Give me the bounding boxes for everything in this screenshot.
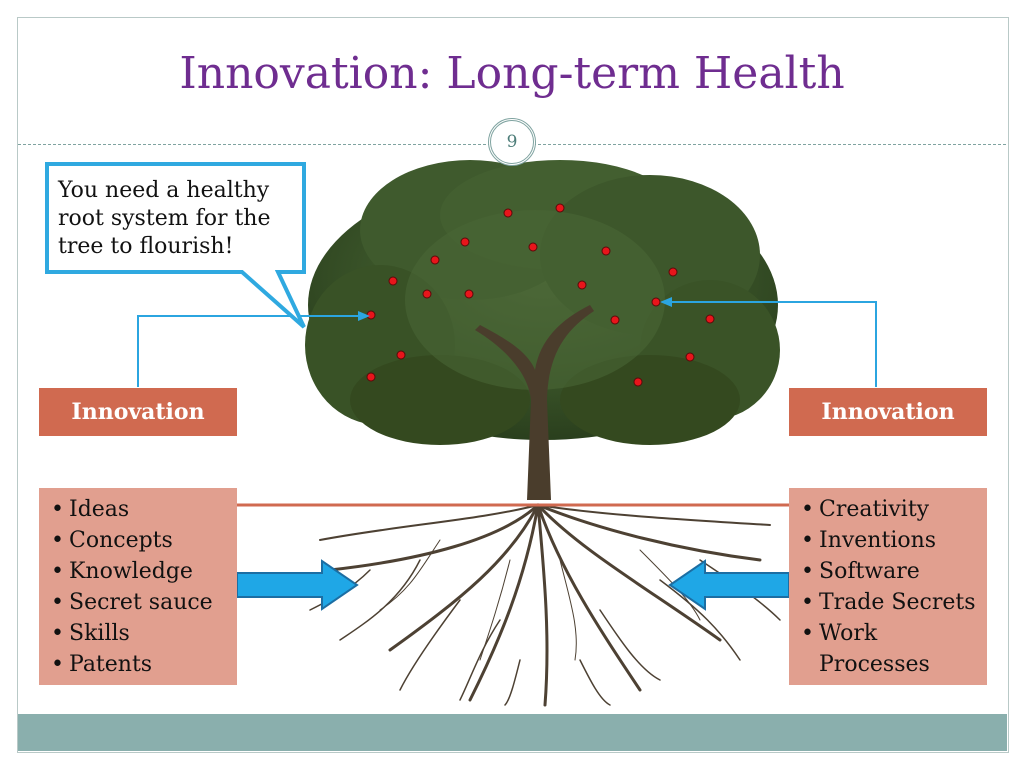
fruit-dot xyxy=(396,350,406,360)
fruit-dot xyxy=(460,237,470,247)
fruit-dot xyxy=(633,377,643,387)
innovation-label-left: Innovation xyxy=(39,388,237,436)
fruit-dot xyxy=(555,203,565,213)
left-bullet-list: Ideas Concepts Knowledge Secret sauce Sk… xyxy=(45,494,229,680)
fruit-dot xyxy=(705,314,715,324)
fruit-dot xyxy=(577,280,587,290)
fruit-dot xyxy=(651,297,661,307)
list-item: Software xyxy=(795,556,979,587)
fruit-dot xyxy=(430,255,440,265)
page-title: Innovation: Long-term Health xyxy=(179,48,845,99)
arrow-right-to-roots xyxy=(236,559,359,611)
callout-bubble xyxy=(45,162,306,329)
fruit-dot xyxy=(503,208,513,218)
list-item: Ideas xyxy=(45,494,229,525)
page-number-badge: 9 xyxy=(488,118,536,166)
left-list-box: Ideas Concepts Knowledge Secret sauce Sk… xyxy=(39,488,237,685)
list-item: Creativity xyxy=(795,494,979,525)
fruit-dot xyxy=(610,315,620,325)
fruit-dot xyxy=(366,372,376,382)
tree-canopy xyxy=(305,160,780,445)
callout-text: You need a healthy root system for the t… xyxy=(58,178,271,259)
fruit-dot xyxy=(366,310,376,320)
list-item: Skills xyxy=(45,618,229,649)
right-list-box: Creativity Inventions Software Trade Sec… xyxy=(789,488,987,685)
fruit-dot xyxy=(422,289,432,299)
list-item: Secret sauce xyxy=(45,587,229,618)
tree-roots xyxy=(309,503,781,707)
list-item: Trade Secrets xyxy=(795,587,979,618)
fruit-dot xyxy=(528,242,538,252)
list-item: Inventions xyxy=(795,525,979,556)
fruit-dots xyxy=(366,203,715,387)
fruit-dot xyxy=(601,246,611,256)
connector-right xyxy=(660,297,877,387)
list-item: Patents xyxy=(45,649,229,680)
fruit-dot xyxy=(464,289,474,299)
innovation-label-right: Innovation xyxy=(789,388,987,436)
list-item: Work Processes xyxy=(795,618,979,680)
arrow-left-to-roots xyxy=(668,559,790,611)
list-item: Knowledge xyxy=(45,556,229,587)
fruit-dot xyxy=(668,267,678,277)
right-bullet-list: Creativity Inventions Software Trade Sec… xyxy=(795,494,979,680)
fruit-dot xyxy=(685,352,695,362)
list-item: Concepts xyxy=(45,525,229,556)
tree-trunk xyxy=(475,305,594,500)
footer-bar xyxy=(18,714,1007,751)
fruit-dot xyxy=(388,276,398,286)
